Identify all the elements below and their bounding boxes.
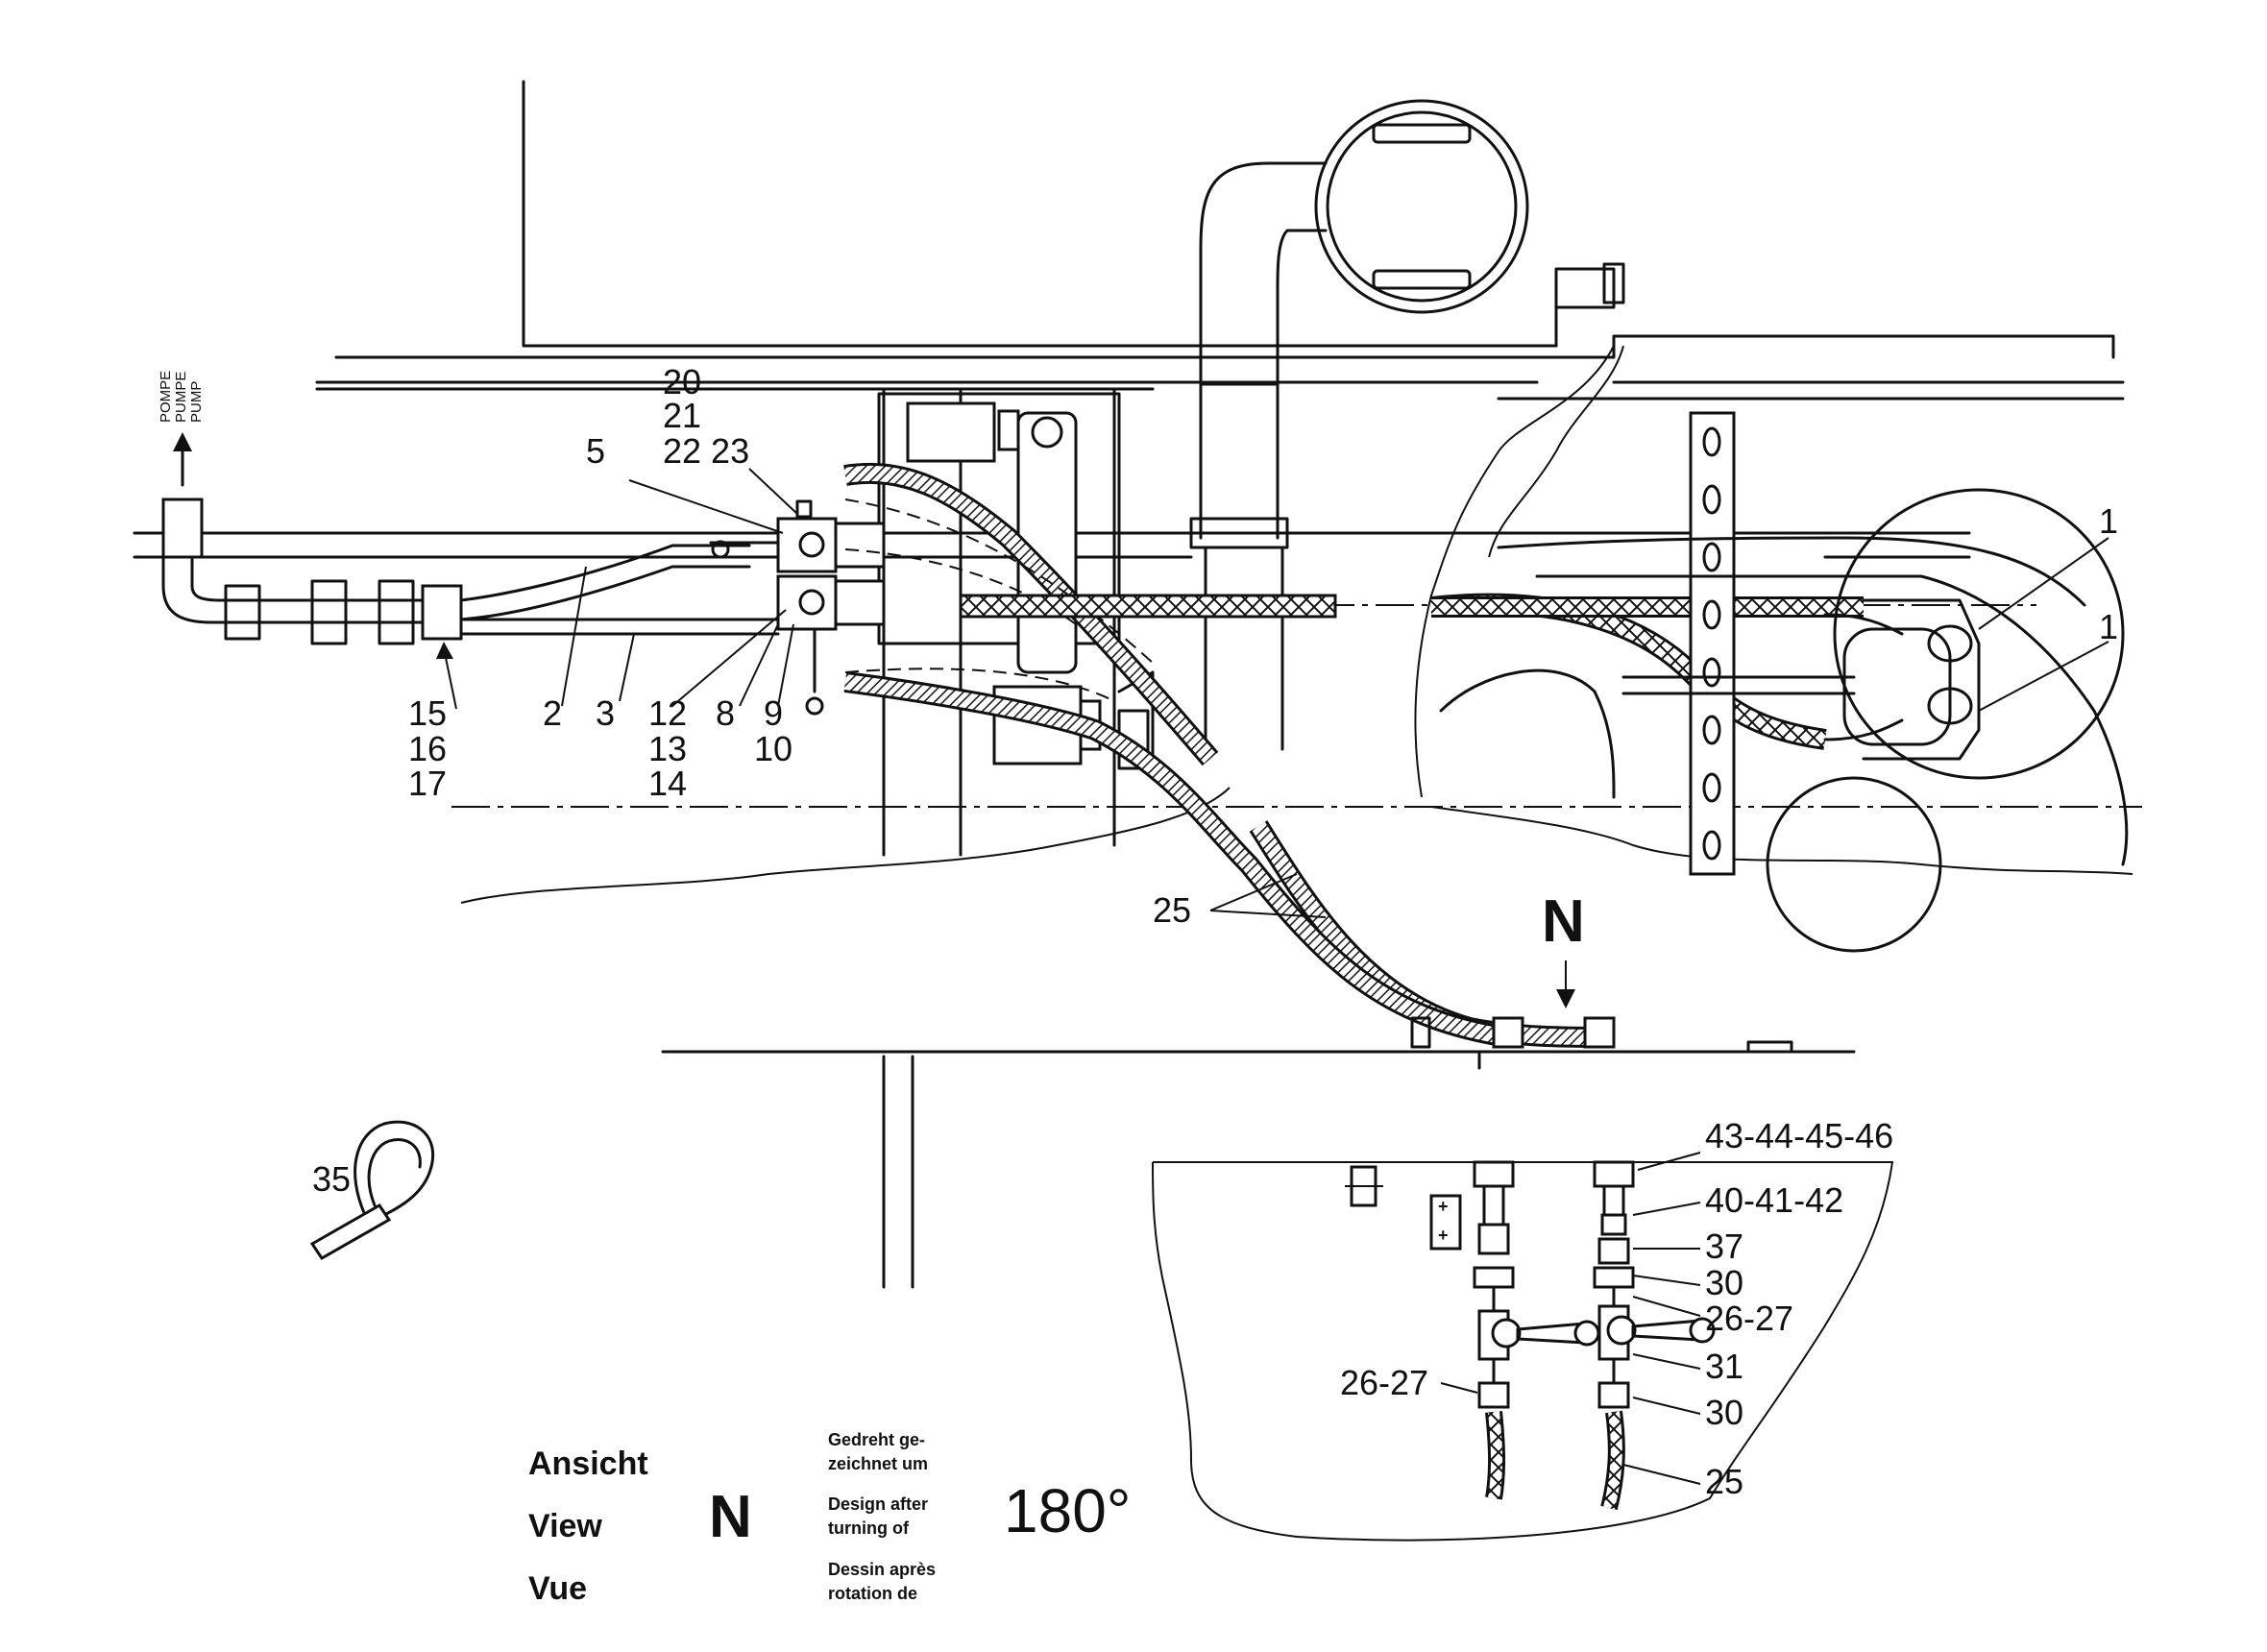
legend-fr-line1: Dessin après <box>828 1560 936 1579</box>
hose-clamp-icon <box>309 1120 435 1260</box>
pipe-run-left <box>161 498 780 645</box>
callout-5: 5 <box>586 431 605 471</box>
callout-1a: 1 <box>2099 501 2118 541</box>
legend-view: View <box>528 1508 602 1544</box>
callout-21: 21 <box>663 396 701 435</box>
hoses <box>843 462 1864 1048</box>
callout-1b: 1 <box>2099 607 2118 646</box>
svg-text:+: + <box>1438 1226 1449 1245</box>
callout-20: 20 <box>663 362 701 401</box>
view-legend: Ansicht View Vue N Gedreht ge- zeichnet … <box>528 1430 1131 1607</box>
legend-view-letter: N <box>709 1484 752 1550</box>
detail-callout-26-27l: 26-27 <box>1340 1363 1428 1402</box>
legend-fr-line2: rotation de <box>828 1584 917 1603</box>
callout-22-23: 22 23 <box>663 431 749 471</box>
detail-callout-26-27r: 26-27 <box>1705 1299 1793 1338</box>
callout-16: 16 <box>408 729 447 768</box>
chassis-structure <box>133 80 2133 904</box>
callout-9: 9 <box>764 693 783 733</box>
callout-17: 17 <box>408 764 447 803</box>
legend-vue: Vue <box>528 1570 587 1607</box>
callout-8: 8 <box>716 693 735 733</box>
pump-direction-arrow <box>173 432 192 487</box>
detail-callout-25: 25 <box>1705 1462 1743 1501</box>
callout-13: 13 <box>648 729 687 768</box>
detail-callout-43-46: 43-44-45-46 <box>1705 1116 1893 1155</box>
perforated-rail <box>1689 411 1736 876</box>
detail-callout-40-42: 40-41-42 <box>1705 1180 1843 1220</box>
legend-de-line2: zeichnet um <box>828 1454 928 1473</box>
callout-labels: 20 21 22 23 5 1 1 15 16 17 2 3 12 13 14 … <box>312 362 2118 1199</box>
round-filter-housing <box>1189 99 1625 751</box>
detail-callout-31: 31 <box>1705 1347 1743 1386</box>
legend-rotation-angle: 180° <box>1004 1476 1131 1545</box>
callout-3: 3 <box>596 693 615 733</box>
callout-25: 25 <box>1153 890 1191 930</box>
callout-35: 35 <box>312 1159 351 1199</box>
callout-15: 15 <box>408 693 447 733</box>
callout-2: 2 <box>543 693 562 733</box>
brake-cylinder-assembly <box>1439 488 2129 953</box>
leader-lines <box>436 381 2109 1008</box>
view-marker-n: N <box>1542 888 1585 955</box>
detail-callout-30a: 30 <box>1705 1263 1743 1302</box>
detail-callout-37: 37 <box>1705 1227 1743 1266</box>
floor-plate <box>661 1016 1856 1289</box>
distributor-valves <box>709 499 886 716</box>
pump-label-fr: POMPE <box>158 371 174 423</box>
callout-12: 12 <box>648 693 687 733</box>
pump-label-en: PUMP <box>188 381 205 423</box>
legend-de-line1: Gedreht ge- <box>828 1430 925 1449</box>
detail-callout-labels: 43-44-45-46 40-41-42 37 30 26-27 31 30 2… <box>1340 1116 1893 1501</box>
detail-view-n: + + <box>1152 1152 1894 1542</box>
legend-en-line1: Design after <box>828 1494 928 1514</box>
callout-14: 14 <box>648 764 687 803</box>
callout-10: 10 <box>754 729 792 768</box>
legend-en-line2: turning of <box>828 1518 910 1538</box>
svg-text:+: + <box>1438 1197 1449 1216</box>
detail-callout-30b: 30 <box>1705 1393 1743 1432</box>
pump-label-de: PUMPE <box>173 372 189 423</box>
legend-ansicht: Ansicht <box>528 1446 648 1482</box>
